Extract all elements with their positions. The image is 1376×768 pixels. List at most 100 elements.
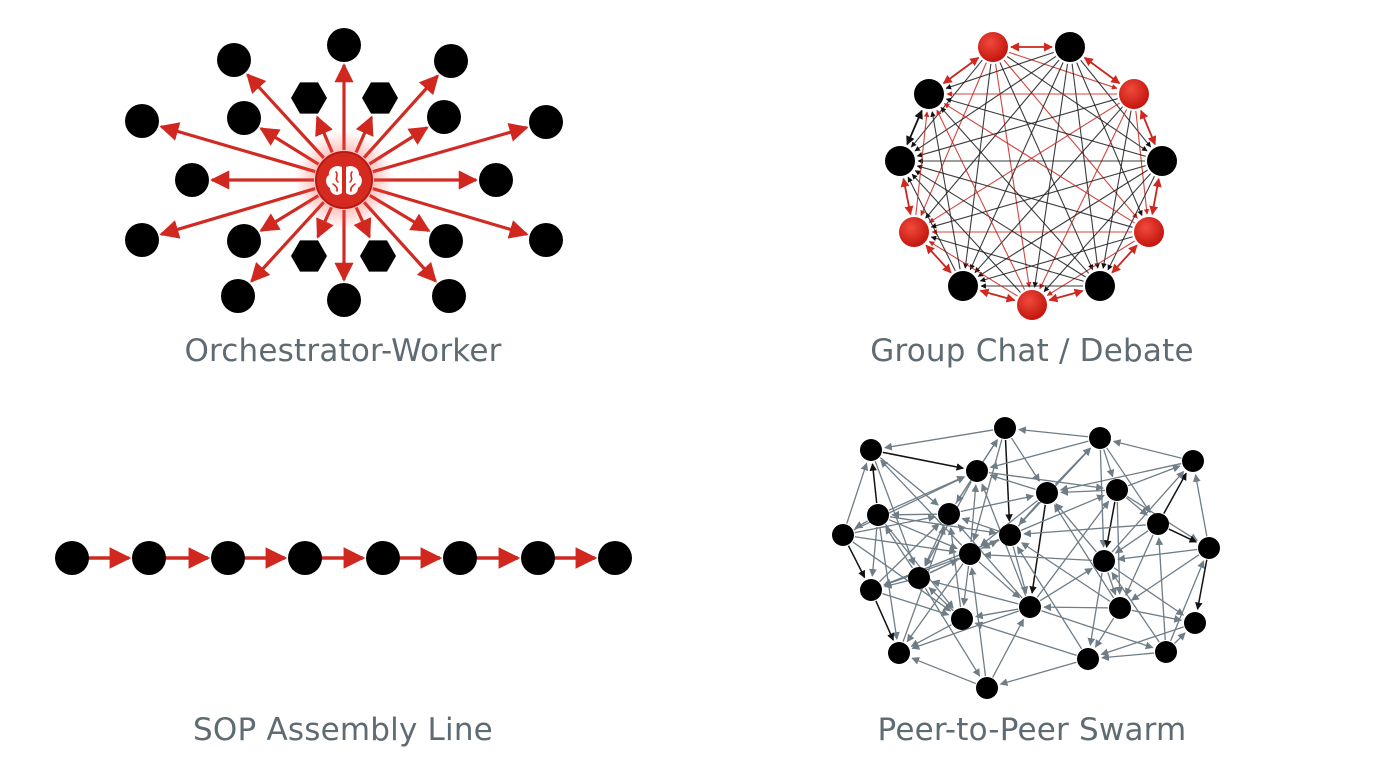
peer-edge — [960, 493, 1035, 513]
peer-node — [938, 503, 960, 525]
stage-node — [211, 541, 245, 575]
peer-edge — [974, 621, 1077, 656]
peer-edge — [1023, 524, 1147, 538]
peer-edge — [929, 559, 959, 574]
peer-edge — [1125, 497, 1148, 516]
peer-edge — [854, 520, 868, 529]
debater-node-red — [978, 32, 1008, 62]
debate-edge — [969, 62, 1064, 271]
peer-edge — [970, 484, 980, 543]
stage-node — [55, 541, 89, 575]
caption-group-chat-debate: Group Chat / Debate — [870, 333, 1194, 369]
peer-edge — [1131, 609, 1183, 623]
peer-edge — [924, 587, 981, 677]
peer-edge — [1117, 548, 1198, 563]
tool-hexagon — [360, 240, 396, 272]
peer-edge — [1012, 546, 1029, 595]
peer-node — [1182, 450, 1204, 472]
dispatch-arrow — [372, 123, 529, 174]
peer-edge — [957, 523, 1023, 599]
worker-node — [529, 223, 563, 257]
orchestrator-node — [315, 151, 373, 209]
peer-edge — [975, 608, 1019, 620]
perimeter-edge — [1139, 109, 1157, 146]
debate-edge — [940, 107, 1090, 274]
debate-edge — [920, 62, 987, 216]
stage-node — [598, 541, 632, 575]
peer-node — [1184, 612, 1206, 634]
peer-edge — [1130, 554, 1200, 601]
peer-edge — [989, 473, 1036, 491]
perimeter-edge — [1111, 244, 1138, 274]
peer-edge — [1106, 447, 1151, 514]
debate-edge — [1032, 63, 1069, 288]
perimeter-edge — [1149, 177, 1162, 216]
debater-node-red — [1017, 290, 1047, 320]
peer-edge — [992, 618, 1025, 678]
peer-node — [867, 504, 889, 526]
peer-edge — [1036, 500, 1110, 598]
worker-node — [434, 44, 468, 78]
worker-node — [427, 100, 461, 134]
peer-edge — [1016, 546, 1083, 650]
peer-edge — [1111, 470, 1185, 553]
stage-node — [288, 541, 322, 575]
debater-node-red — [899, 217, 929, 247]
perimeter-edge — [942, 56, 980, 85]
peer-edge — [854, 514, 937, 534]
tool-hexagon — [362, 82, 398, 114]
peer-edge — [888, 519, 958, 550]
peer-edge — [888, 475, 965, 511]
sop-assembly-line-diagram — [55, 541, 632, 575]
peer-edge — [1168, 528, 1198, 543]
peer-node — [1198, 537, 1220, 559]
peer-edge — [883, 580, 908, 589]
peer-edge — [1103, 449, 1115, 478]
peer-edge — [883, 538, 1000, 586]
peer-edge — [1107, 572, 1117, 596]
debater-node — [948, 271, 978, 301]
peer-edge — [1029, 504, 1046, 594]
peer-edge — [869, 526, 878, 577]
peer-edge — [1100, 626, 1184, 656]
peer-edge — [1155, 537, 1166, 641]
peer-edge — [931, 579, 1019, 605]
peer-edge — [885, 526, 913, 569]
peer-edge — [854, 536, 957, 555]
peer-edge — [978, 561, 1021, 599]
worker-node — [175, 163, 209, 197]
perimeter-edge — [979, 288, 1016, 303]
peer-edge — [1125, 534, 1154, 596]
debate-edge — [1071, 63, 1100, 269]
group-chat-diagram — [885, 32, 1177, 320]
perimeter-edge — [925, 244, 952, 274]
debate-edge — [916, 98, 1118, 158]
debate-edge — [914, 56, 1057, 152]
debate-edge — [1135, 110, 1150, 215]
peer-edge — [1112, 439, 1182, 459]
perimeter-edge — [1083, 56, 1121, 85]
peer-edge — [906, 563, 964, 643]
peer-edge — [1087, 572, 1103, 646]
worker-node — [221, 279, 255, 313]
peer-edge — [1127, 464, 1181, 487]
debate-edge — [1039, 109, 1128, 290]
perimeter-edge — [900, 177, 914, 216]
peer-edge — [961, 517, 999, 532]
debate-edge — [936, 109, 1026, 290]
worker-node — [125, 223, 159, 257]
peer-edge — [947, 527, 962, 608]
peer-edge — [889, 516, 997, 536]
peer-edge — [960, 565, 970, 606]
peer-edge — [928, 587, 954, 612]
debater-node-red — [1119, 79, 1149, 109]
dispatch-arrow — [159, 187, 316, 239]
peer-edge — [1018, 426, 1089, 438]
peer-edge — [1094, 617, 1115, 648]
peer-edge — [980, 499, 1038, 546]
debate-edge — [925, 59, 1060, 219]
worker-node — [327, 283, 361, 317]
peer-edge — [1099, 449, 1108, 548]
peer-node — [832, 524, 854, 546]
peer-edge — [1041, 610, 1154, 650]
